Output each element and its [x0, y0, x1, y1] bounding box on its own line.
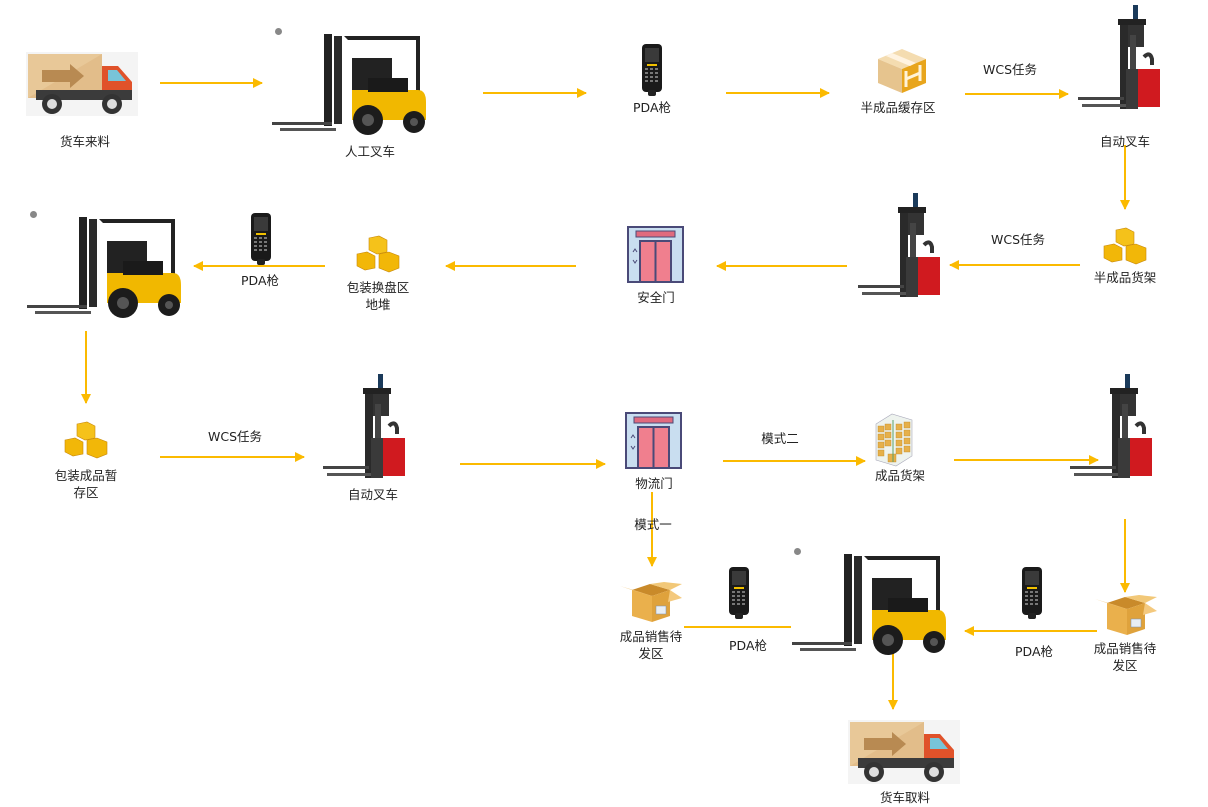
label-finished-shelf: 成品货架 [874, 468, 925, 483]
boxes-stack-icon [356, 235, 400, 273]
label-pack-temp-line2: 存区 [73, 485, 99, 500]
handle-icon [30, 211, 37, 218]
label-pda-2: PDA枪 [241, 273, 279, 288]
label-pack-area-line2: 地堆 [365, 297, 391, 312]
truck-icon [848, 720, 960, 784]
edge-label-mode-two: 模式二 [761, 431, 799, 446]
label-pack-temp: 包装成品暂 存区 [44, 467, 128, 501]
open-box-icon [620, 582, 682, 622]
label-auto-forklift-3: 自动叉车 [347, 487, 398, 502]
agv-forklift-icon [1078, 5, 1160, 109]
label-pda-3: PDA枪 [1015, 644, 1053, 659]
elevator-door-icon [627, 226, 684, 283]
edge-label-wcs-2: WCS任务 [990, 232, 1046, 247]
label-truck-out: 货车取料 [879, 790, 930, 805]
pda-scanner-icon [729, 567, 749, 619]
agv-forklift-icon [1070, 374, 1152, 478]
forklift-icon [27, 217, 181, 318]
handle-icon [275, 28, 282, 35]
pda-scanner-icon [642, 44, 662, 96]
label-sales-area-left: 成品销售待 发区 [608, 628, 694, 662]
truck-icon [26, 52, 138, 116]
edge-label-wcs-3: WCS任务 [207, 429, 263, 444]
label-pda-1: PDA枪 [633, 100, 671, 115]
pda-scanner-icon [251, 213, 271, 265]
boxes-stack-icon [1103, 227, 1147, 265]
label-sales-left-line1: 成品销售待 [619, 629, 683, 644]
agv-forklift-icon [858, 193, 940, 297]
elevator-door-icon [625, 412, 682, 469]
forklift-icon [272, 34, 426, 135]
rack-icon [875, 413, 913, 467]
label-sales-right-line1: 成品销售待 [1093, 641, 1157, 656]
pda-scanner-icon [1022, 567, 1042, 619]
label-manual-forklift-1: 人工叉车 [344, 144, 395, 159]
label-pack-area: 包装换盘区 地堆 [336, 279, 420, 313]
agv-forklift-icon [323, 374, 405, 478]
edge-label-wcs-1: WCS任务 [982, 62, 1038, 77]
label-auto-forklift-1: 自动叉车 [1099, 134, 1150, 149]
label-pda-4: PDA枪 [729, 638, 767, 653]
label-sales-area-right: 成品销售待 发区 [1082, 640, 1168, 674]
label-sales-right-line2: 发区 [1112, 658, 1138, 673]
label-logistics-door: 物流门 [618, 475, 690, 492]
forklift-icon [792, 554, 946, 655]
label-pack-temp-line1: 包装成品暂 [54, 468, 118, 483]
label-semi-shelf: 半成品货架 [1093, 270, 1157, 285]
boxes-stack-icon [64, 421, 108, 459]
label-semi-buffer: 半成品缓存区 [860, 100, 936, 115]
label-pack-area-line1: 包装换盘区 [346, 280, 410, 295]
label-safety-door: 安全门 [637, 290, 675, 305]
label-truck-in: 货车来料 [59, 134, 110, 149]
handle-icon [794, 548, 801, 555]
edge-label-mode-one: 模式一 [634, 517, 672, 532]
label-sales-left-line2: 发区 [638, 646, 664, 661]
open-box-icon [1095, 595, 1157, 635]
box-icon [878, 49, 926, 93]
